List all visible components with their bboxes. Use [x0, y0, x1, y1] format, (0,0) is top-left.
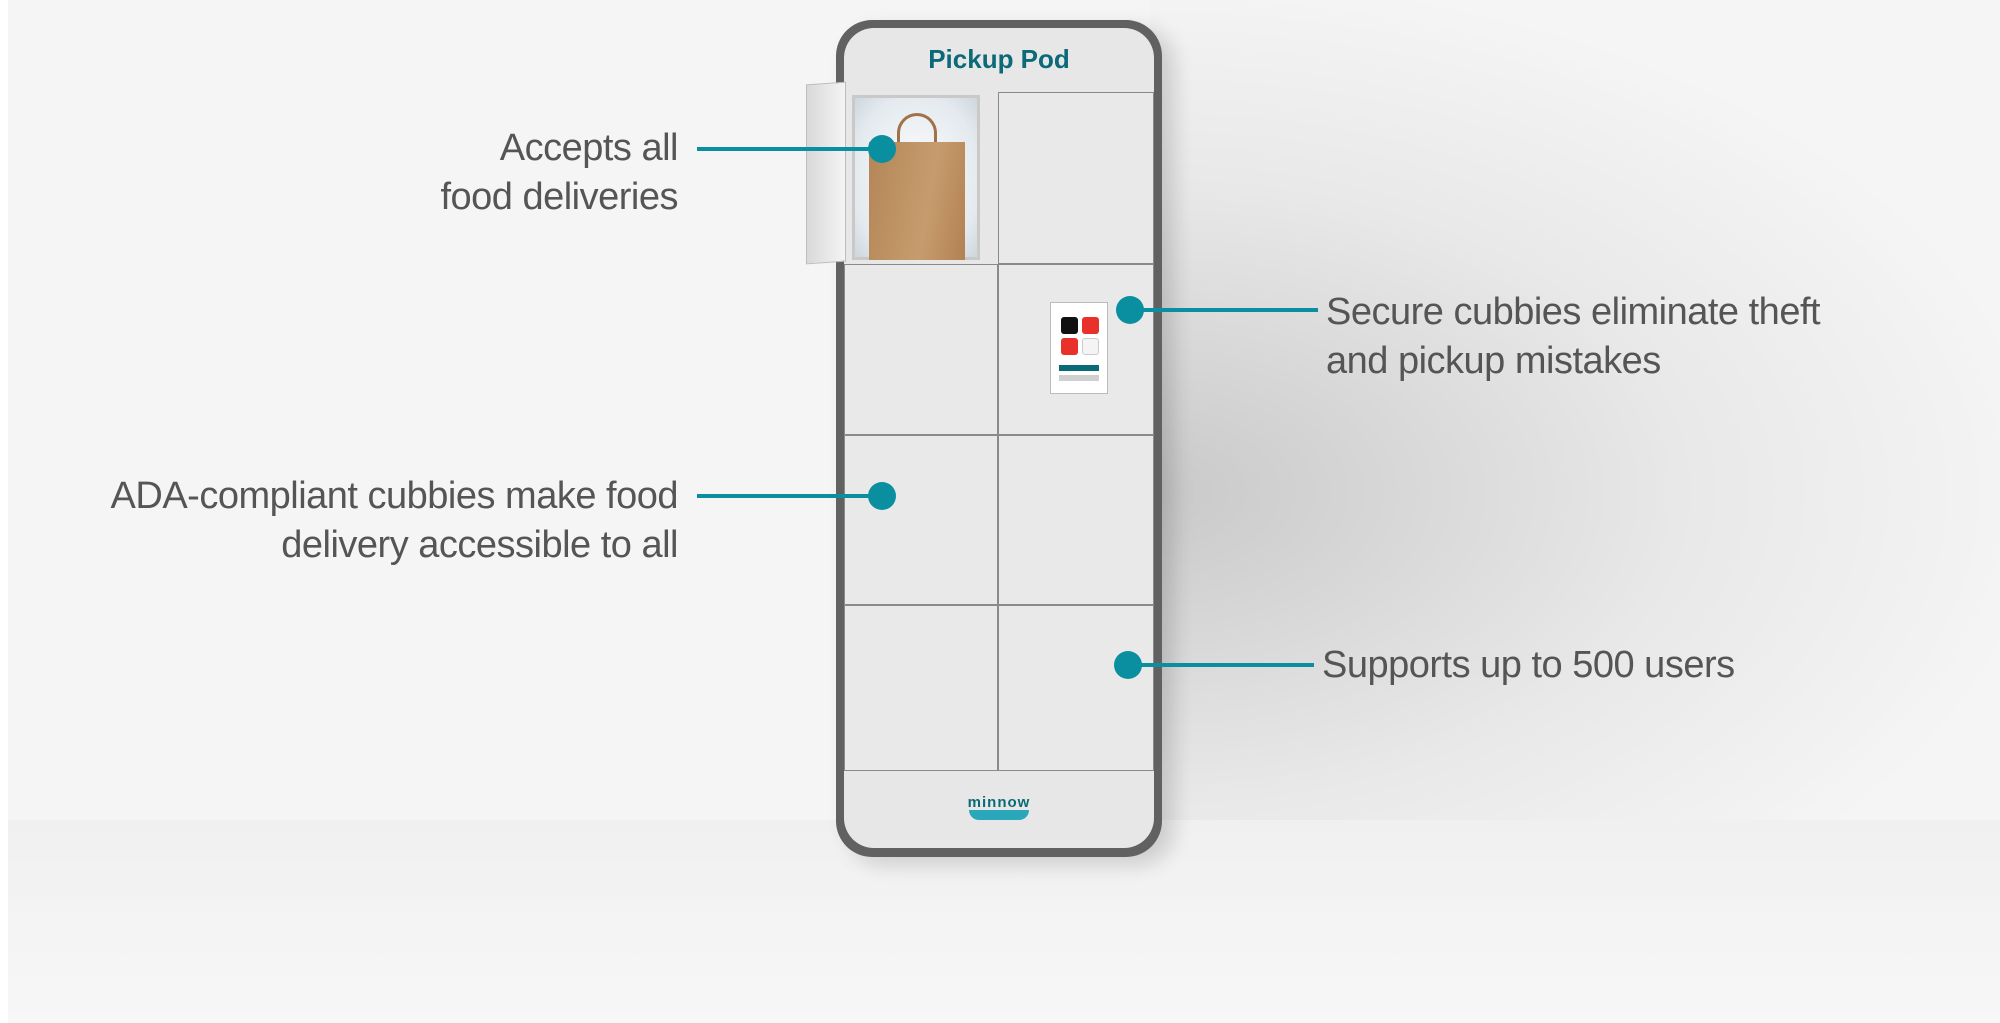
cubby-row2-left[interactable] — [844, 264, 998, 435]
dot-secure — [1116, 296, 1144, 324]
wall-shadow — [1150, 0, 2000, 820]
minnow-logo: minnow — [844, 794, 1154, 820]
pod-title: Pickup Pod — [928, 44, 1070, 74]
dot-deliveries — [868, 135, 896, 163]
screen-primary-button[interactable] — [1059, 365, 1099, 371]
cubby-row4-right[interactable] — [998, 605, 1154, 771]
callout-users: Supports up to 500 users — [1322, 641, 1735, 690]
cubby-row3-right[interactable] — [998, 435, 1154, 605]
callout-secure: Secure cubbies eliminate theft and picku… — [1326, 288, 1821, 386]
brand-name: minnow — [967, 794, 1031, 811]
callout-ada-line2: delivery accessible to all — [281, 524, 678, 566]
callout-secure-line2: and pickup mistakes — [1326, 340, 1661, 382]
page-edge — [0, 0, 8, 1023]
dot-ada — [868, 482, 896, 510]
screen-secondary-button[interactable] — [1059, 375, 1099, 381]
callout-secure-line1: Secure cubbies eliminate theft — [1326, 291, 1821, 333]
uber-eats-app-icon[interactable] — [1061, 317, 1078, 334]
more-apps-icon[interactable] — [1082, 338, 1099, 355]
cubby-row4-left[interactable] — [844, 605, 998, 771]
cubby-top-right[interactable] — [998, 92, 1154, 264]
callout-ada-line1: ADA-compliant cubbies make food — [110, 475, 679, 517]
callout-deliveries-line1: Accepts all — [499, 127, 679, 169]
callout-users-line1: Supports up to 500 users — [1322, 644, 1735, 686]
callout-deliveries: Accepts all food deliveries — [440, 124, 678, 222]
grubhub-app-icon[interactable] — [1061, 338, 1078, 355]
bag-handle — [897, 113, 937, 149]
callout-deliveries-line2: food deliveries — [440, 176, 678, 218]
dot-users — [1114, 651, 1142, 679]
cubby-row3-left[interactable] — [844, 435, 998, 605]
touch-screen[interactable] — [1050, 302, 1108, 394]
logo-swoosh — [969, 810, 1029, 820]
callout-ada: ADA-compliant cubbies make food delivery… — [110, 472, 679, 570]
doordash-app-icon[interactable] — [1082, 317, 1099, 334]
